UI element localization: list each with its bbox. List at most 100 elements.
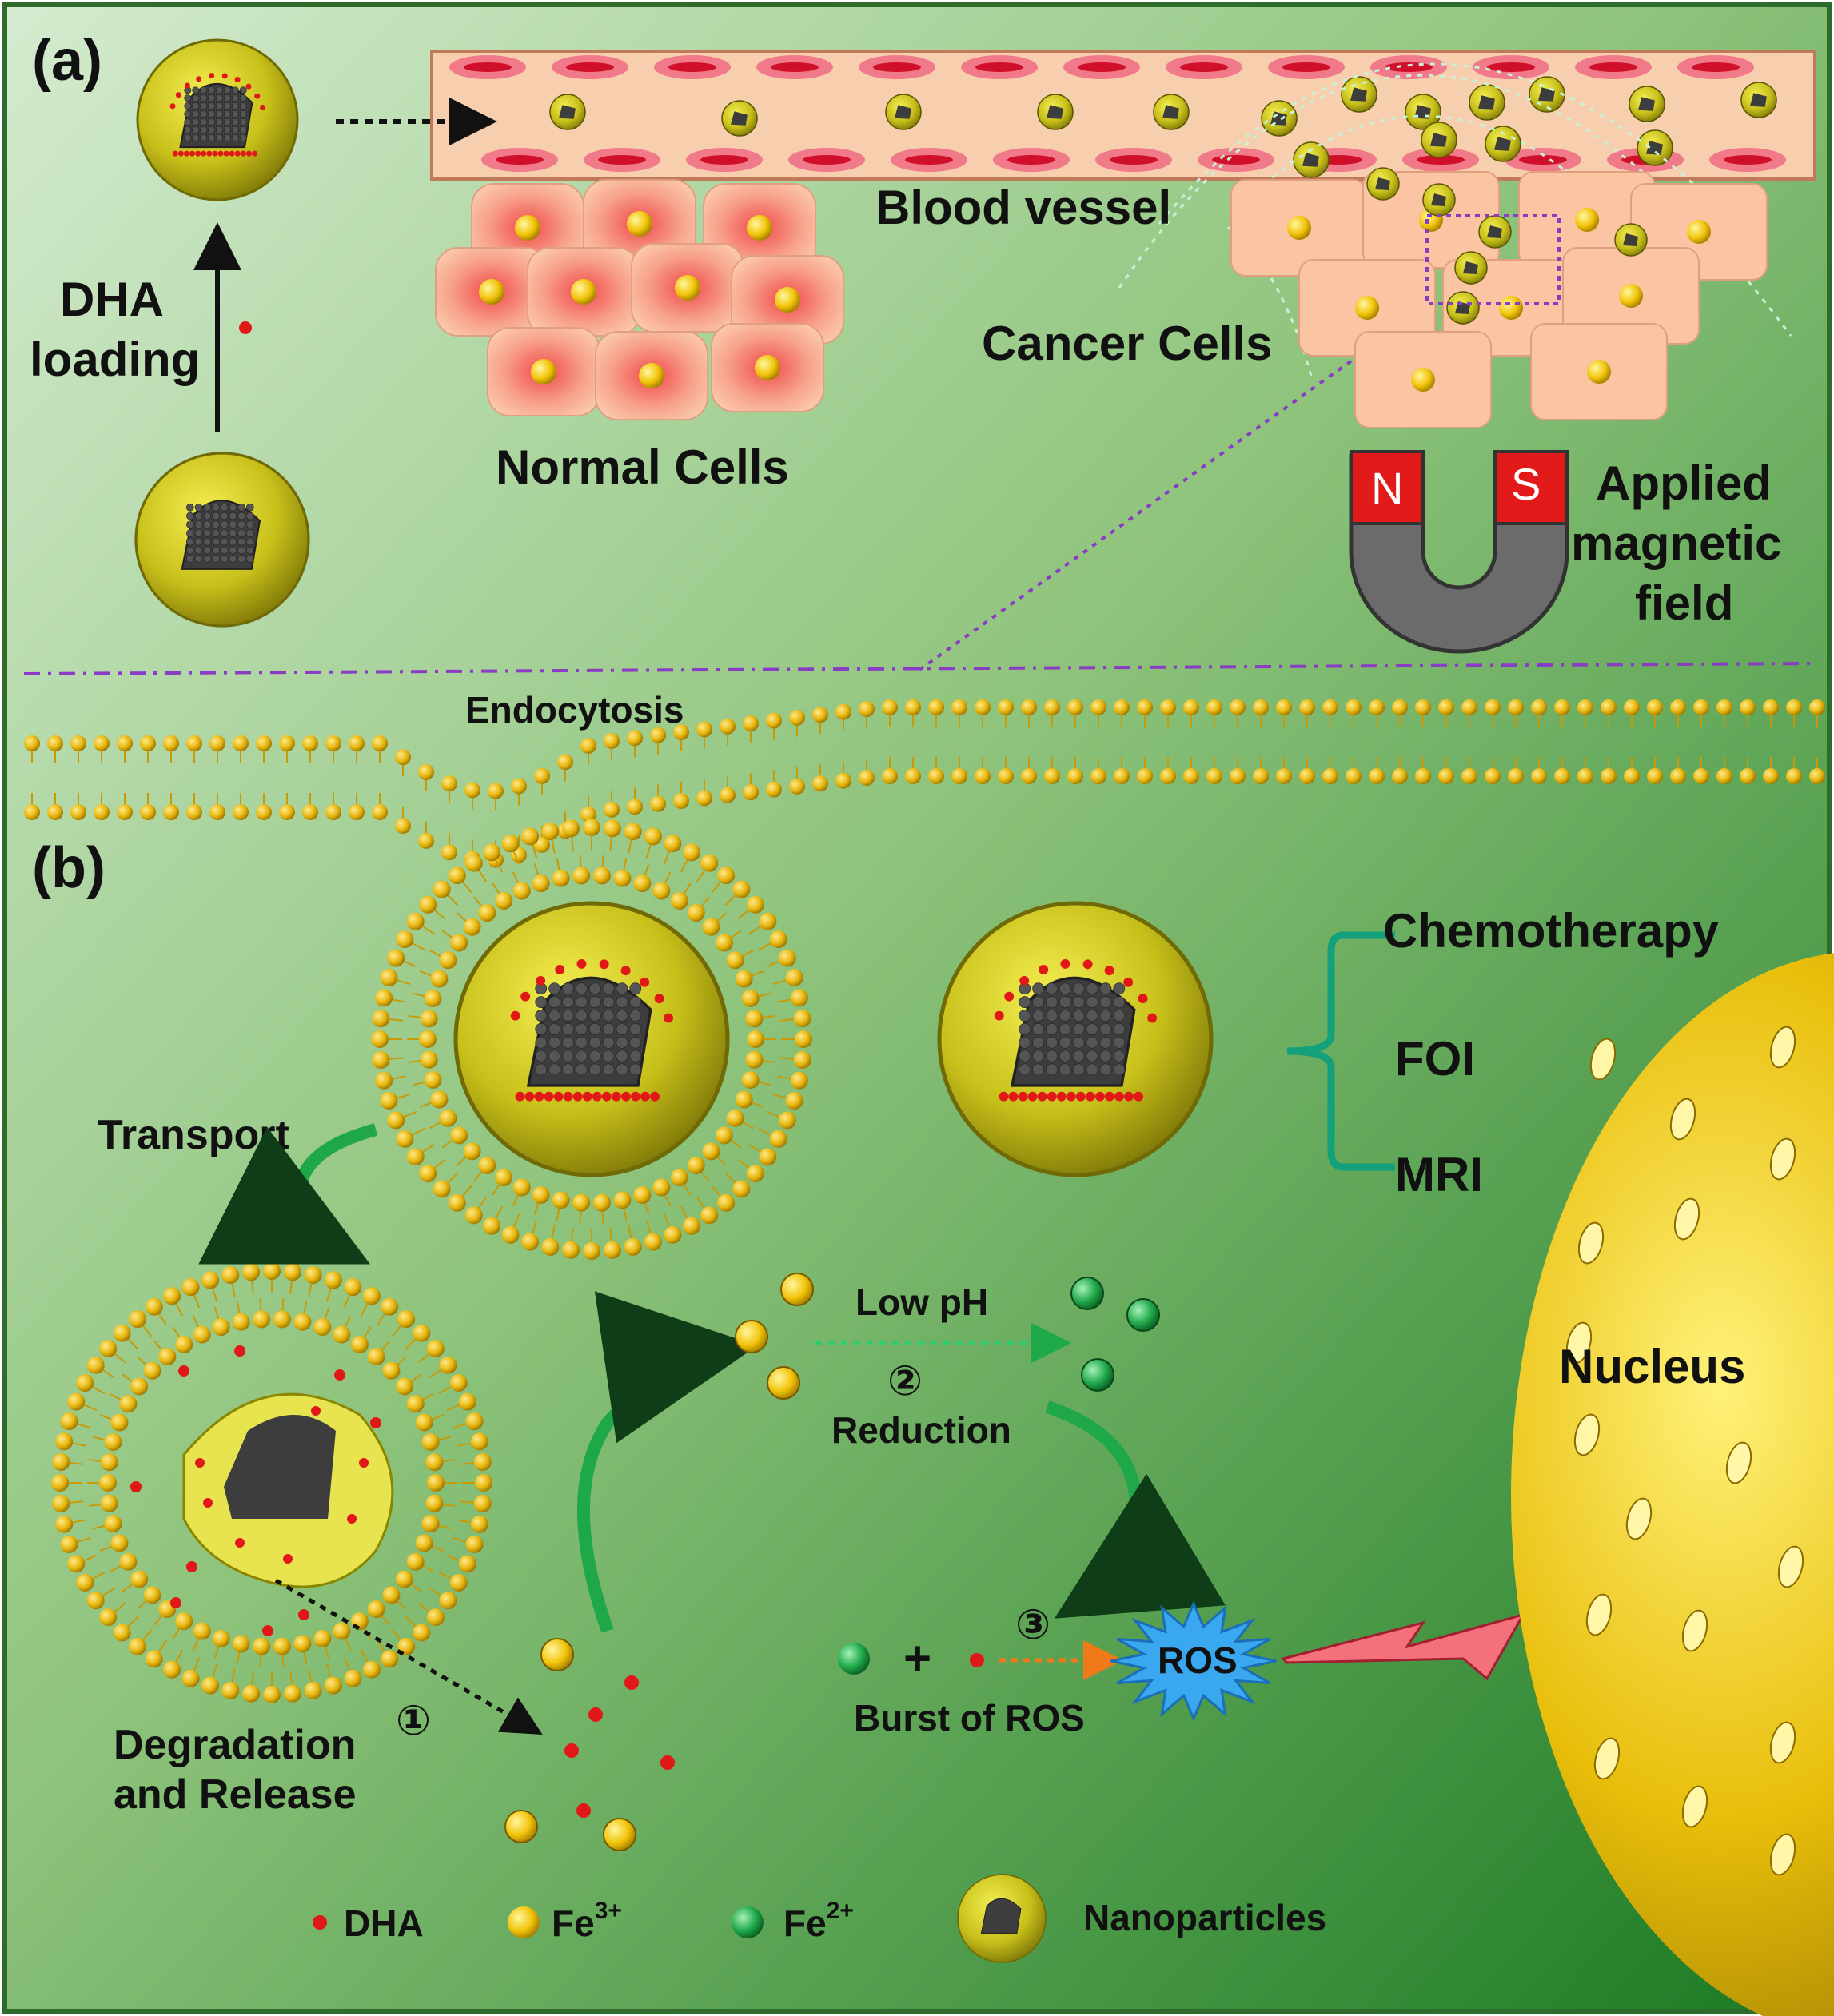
legend-fe2-label: Fe2+ [783,1898,854,1944]
np-dha-dot [640,1091,650,1102]
endosome-lipid [463,918,481,936]
membrane-inner-lipid-head [928,768,944,784]
membrane-outer-lipid-head [1183,699,1199,715]
membrane-inner-lipid-head [1230,768,1246,784]
np-core-bead [186,512,194,520]
rbc-bottom-core [803,155,851,165]
applications-bracket [1286,931,1395,1171]
np-core-bead [1032,1022,1045,1035]
np-dha-dot [229,150,235,157]
membrane-outer-lipid-head [1044,699,1060,715]
degrading-vesicle-lipid [163,1660,181,1679]
vessel-nanoparticle-core [559,105,576,119]
np-dha-dot [189,150,196,157]
np-dha-dot [999,1091,1009,1102]
endosome-lipid [682,843,700,862]
np-core-bead [216,133,223,141]
endosome-lipid [450,934,468,952]
nuclear-pore [1769,1026,1796,1069]
legend-fe3-icon [508,1906,540,1938]
np-core-bead [588,982,601,995]
degrading-vesicle-lipid [143,1361,161,1380]
vesicle-dha-dot [370,1417,381,1428]
endosome-lipid [726,1109,744,1127]
degrading-vesicle-lipid [100,1494,118,1512]
membrane-outer-lipid-head [1160,699,1176,715]
np-dha-dot [572,1091,583,1102]
degrading-vesicle-lipid [51,1474,69,1492]
endosome-lipid [670,891,688,910]
np-dha-dot [175,92,181,98]
np-core-bead [629,996,642,1009]
membrane-outer-lipid-head [627,730,643,747]
degrading-vesicle [51,1262,492,1703]
np-core-bead [535,1010,548,1022]
vesicle-dha-dot [334,1369,345,1381]
membrane-outer-lipid-head [951,699,967,715]
degrading-vesicle-lipid [100,1453,118,1472]
vessel-nanoparticle-core [1431,193,1446,206]
np-core-bead [1046,1010,1058,1022]
np-core-bead [208,118,216,126]
degrading-vesicle-lipid [313,1629,332,1647]
membrane-inner-lipid-head [1044,768,1060,784]
endosome-lipid [372,1050,390,1069]
endosome-lipid [741,990,760,1008]
vessel-nanoparticle-core [1162,105,1179,119]
np-core-bead [588,1010,601,1022]
np-core-bead [1019,1050,1031,1062]
membrane-inner-lipid-head [279,804,295,820]
magnet-icon: N S [1349,450,1569,654]
nuclear-pore [1625,1497,1653,1540]
np-core-bead [602,1063,615,1076]
degrading-vesicle-lipid [113,1324,131,1342]
np-core-bead [200,133,208,141]
np-core-bead [208,126,216,133]
degrading-vesicle-lipid [143,1586,161,1604]
degrading-vesicle-lipid [158,1348,177,1366]
membrane-inner-lipid-head [789,778,805,795]
dha-reactant-icon [970,1653,984,1667]
np-dha-dot [1114,1091,1124,1102]
np-core-bead [1099,996,1112,1009]
membrane-outer-lipid-head [1508,699,1524,715]
cancer-cell-nucleus [1575,208,1599,232]
endosome-lipid [463,1142,481,1161]
broken-dha-dot [203,1498,213,1508]
np-core-bead [1072,996,1085,1009]
degrading-vesicle-lipid [362,1287,381,1305]
membrane-inner-lipid-head [1299,768,1315,784]
degrading-vesicle-lipid [221,1266,240,1285]
membrane-inner-lipid-head [1160,768,1176,784]
np-core-bead [223,110,231,118]
np-dha-dot [196,76,202,82]
endosome-lipid [778,1111,796,1130]
np-core-bead [229,504,237,512]
np-core-bead [208,110,216,118]
degrading-vesicle-lipid [425,1494,444,1512]
membrane-inner-lipid-head [766,781,782,798]
endosome-lipid [687,1156,705,1174]
degrading-vesicle-lipid [181,1669,200,1687]
cancer-cell-nucleus [1411,368,1435,392]
membrane-outer-lipid-head [1716,699,1732,715]
np-dha-dot [1027,1091,1038,1102]
np-core-bead [575,1050,588,1062]
endosome-lipid [715,934,733,952]
membrane-inner-lipid-head [1624,768,1640,784]
np-core-bead [602,996,615,1009]
endosome-lipid [702,918,720,936]
endosome-lipid [420,1050,438,1069]
endosome-lipid [562,819,580,838]
nuclear-pore [1585,1593,1613,1636]
blood-vessel-label: Blood vessel [875,181,1171,234]
np-dha-dot [1004,991,1015,1002]
np-core-bead [246,512,254,520]
np-core-bead [186,529,194,537]
endosome-lipid [562,1241,580,1259]
endosome-lipid [387,949,405,967]
fe3-ion [735,1320,768,1353]
degrading-vesicle-lipid [427,1474,445,1492]
membrane-outer-lipid-head [998,699,1014,715]
lightning-bolt-icon [1281,1612,1526,1681]
